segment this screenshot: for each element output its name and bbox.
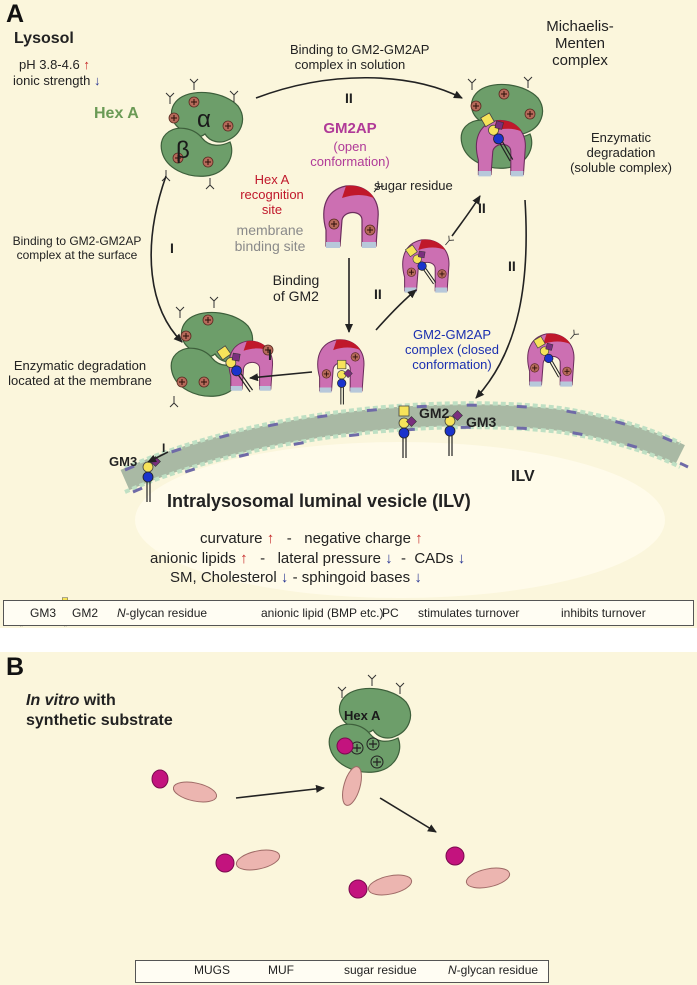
factor-row-2: anionic lipids ↑ - lateral pressure ↓ - … (150, 550, 466, 567)
panel-b-title: In vitro with (26, 692, 116, 709)
numeral-i-a: I (268, 347, 272, 363)
up-arrow-icon: ↑ (266, 530, 275, 547)
panel-a-label: A (6, 0, 25, 28)
down-arrow-icon: ↓ (385, 550, 393, 567)
legend-gm2: GM2 (72, 606, 99, 620)
hexa-in-vitro-label: Hex A (344, 708, 381, 723)
legend-mugs: MUGS (194, 963, 230, 977)
arrows-panel-a (147, 76, 527, 463)
up-arrow-icon: ↑ (240, 550, 248, 567)
numeral-left: I (170, 240, 174, 256)
michaelis-menten-complex (460, 76, 544, 177)
gm2-gm2ap-closed-complex (402, 235, 455, 294)
mugs-substrate-left (151, 769, 218, 803)
gm2ap-title: GM2AP (323, 120, 377, 137)
ilv-title: Intralysosomal luminal vesicle (ILV) (167, 491, 471, 511)
sugar-residue-label: sugar residue (374, 178, 453, 193)
legend-sugar: sugar residue (344, 963, 417, 977)
ilv-membrane (120, 401, 689, 494)
legend-panel-b (135, 960, 549, 983)
legend-stimulates: stimulates turnover (418, 606, 520, 620)
ilv-vesicle (135, 442, 665, 598)
legend-inhibits: inhibits turnover (561, 606, 646, 620)
legend-pc: PC (382, 606, 399, 620)
numeral-i-b: I (162, 441, 166, 455)
factor-row-3: SM, Cholesterol ↓ - sphingoid bases ↓ (170, 569, 422, 586)
gm3-left-label: GM3 (109, 454, 138, 469)
hexa-in-vitro-charges (350, 737, 384, 769)
legend-anionic: anionic lipid (BMP etc.) (261, 606, 384, 620)
hexa-label: Hex A (94, 105, 139, 122)
legend-n-glycan: N-glycan residue (117, 606, 208, 620)
numeral-ii-a: II (374, 286, 382, 302)
hexa-solution (160, 78, 244, 190)
legend-gm3: GM3 (30, 606, 57, 620)
lysosol-title: Lysosol (14, 30, 74, 47)
complex-right (527, 329, 580, 388)
hexa-in-vitro (328, 674, 412, 773)
legend-panel-a (3, 600, 694, 626)
down-arrow-icon: ↓ (93, 73, 101, 88)
panel-b-subtitle: synthetic substrate (26, 712, 173, 729)
arrows-panel-b (235, 784, 437, 833)
gm2-membrane-label: GM2 (419, 405, 450, 421)
panel-b-label: B (6, 653, 25, 681)
beta-subunit: β (176, 137, 190, 164)
ph-range: pH 3.8-4.6 ↑ (19, 57, 90, 72)
products (215, 846, 511, 899)
up-arrow-icon: ↑ (415, 530, 423, 547)
complex-membrane-center (317, 339, 365, 406)
down-arrow-icon: ↓ (280, 569, 289, 586)
mugs-substrate-bound (336, 737, 362, 806)
down-arrow-icon: ↓ (457, 550, 466, 567)
numeral-ii-b: II (478, 200, 486, 216)
up-arrow-icon: ↑ (83, 57, 90, 72)
ilv-short-label: ILV (511, 468, 535, 485)
ionic-strength: ionic strength ↓ (13, 73, 101, 88)
alpha-subunit: α (197, 106, 211, 133)
legend-muf: MUF (268, 963, 294, 977)
hexa-membrane (169, 296, 274, 408)
numeral-ii-c: II (508, 258, 516, 274)
down-arrow-icon: ↓ (414, 569, 422, 586)
legend-b-n-glycan: N-glycan residue (448, 963, 539, 977)
numeral-top: II (345, 90, 353, 106)
gm3-right-label: GM3 (466, 414, 497, 430)
factor-row-1: curvature ↑ - negative charge ↑ (200, 530, 423, 547)
